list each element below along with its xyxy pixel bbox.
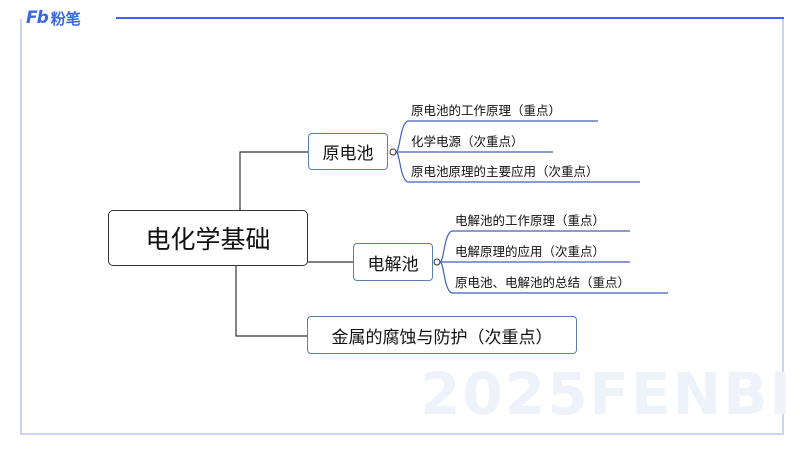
logo-text: 粉笔	[50, 9, 81, 28]
branch1-collapse-dot	[389, 148, 397, 156]
b2-leaf1-line	[439, 230, 630, 263]
fenbi-logo: Fb 粉笔	[26, 6, 87, 30]
leaf-b1-1: 原电池的工作原理（重点）	[411, 103, 562, 118]
logo-mark: Fb	[26, 8, 49, 28]
branch-node-corrosion: 金属的腐蚀与防护（次重点）	[307, 316, 577, 354]
b2-leaf3-line	[439, 261, 668, 294]
branch2-collapse-dot	[433, 258, 441, 266]
root-node: 电化学基础	[108, 210, 308, 266]
b1-leaf1-line	[395, 120, 598, 153]
leaf-b2-1: 电解池的工作原理（重点）	[455, 213, 606, 228]
leaf-b2-3: 原电池、电解池的总结（重点）	[455, 275, 631, 290]
leaf-b1-3: 原电池原理的主要应用（次重点）	[411, 164, 599, 179]
leaf-b2-2: 电解原理的应用（次重点）	[455, 244, 606, 259]
connector-root-b1	[239, 151, 308, 210]
leaf-b1-2: 化学电源（次重点）	[411, 134, 524, 149]
watermark: 2025FENBI	[420, 360, 793, 428]
slide-frame	[20, 19, 784, 435]
connector-root-b3	[235, 266, 307, 337]
branch-node-galvanic-cell: 原电池	[308, 133, 388, 170]
header-rule	[116, 17, 784, 19]
b1-leaf3-line	[395, 151, 640, 183]
branch-node-electrolytic-cell: 电解池	[353, 243, 433, 281]
